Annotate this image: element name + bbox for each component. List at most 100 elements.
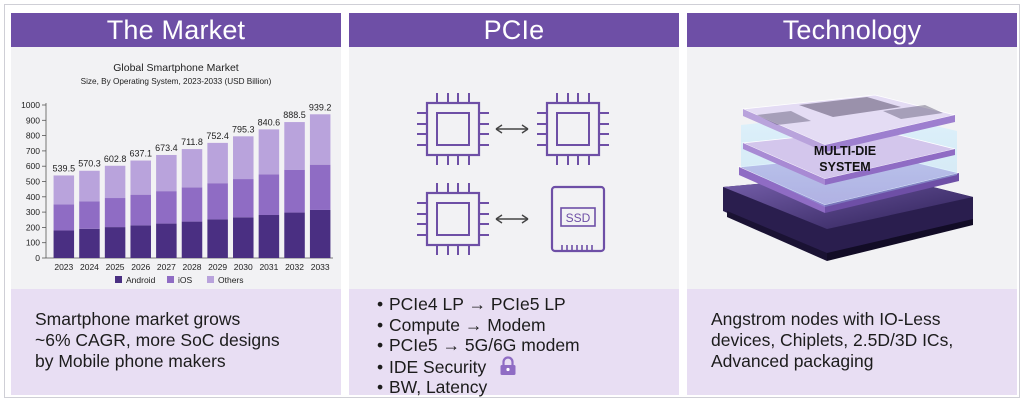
bar-segment — [233, 136, 254, 180]
y-tick-label: 1000 — [21, 100, 40, 110]
y-tick-label: 100 — [26, 238, 40, 248]
chip-icon — [415, 181, 491, 257]
bar-segment — [79, 228, 100, 258]
diagram-label: SYSTEM — [819, 160, 870, 174]
bar-total-label: 711.8 — [181, 137, 203, 147]
technology-image-area: MULTI-DIE SYSTEM — [687, 47, 1017, 289]
bar-segment — [207, 183, 228, 220]
list-item: •BW, Latency — [377, 377, 488, 397]
bar-segment — [130, 160, 151, 195]
bar-segment — [207, 219, 228, 258]
bar-segment — [53, 230, 75, 258]
bar-total-label: 752.4 — [206, 131, 229, 141]
bar-segment — [104, 198, 126, 228]
x-tick-label: 2030 — [234, 262, 253, 272]
y-tick-label: 900 — [26, 115, 40, 125]
legend-swatch — [167, 276, 174, 283]
bar-total-label: 888.5 — [283, 110, 306, 120]
bar-total-label: 570.3 — [78, 159, 101, 169]
y-tick-label: 600 — [26, 161, 40, 171]
bar-segment — [284, 169, 305, 213]
bar-total-label: 840.6 — [258, 117, 281, 127]
pcie-diagram-area: SSD — [349, 47, 679, 289]
bar-segment — [79, 170, 100, 202]
x-tick-label: 2028 — [183, 262, 202, 272]
legend-label: Others — [218, 275, 244, 285]
list-item: •Compute → Modem — [377, 314, 546, 335]
bar-total-label: 637.1 — [129, 149, 152, 159]
chart-subtitle: Size, By Operating System, 2023-2033 (US… — [81, 77, 272, 86]
bar-segment — [207, 142, 228, 184]
list-item: •PCIe4 LP → PCIe5 LP — [377, 294, 566, 314]
lock-icon — [500, 355, 516, 375]
bar-total-label: 602.8 — [104, 154, 127, 164]
list-item: •PCIe5 → 5G/6G modem — [377, 335, 580, 355]
ssd-label: SSD — [566, 211, 591, 225]
x-tick-label: 2024 — [80, 262, 99, 272]
chip-icon — [415, 91, 491, 167]
diagram-label: MULTI-DIE — [814, 144, 876, 158]
market-header: The Market — [11, 13, 341, 47]
market-footer-line: by Mobile phone makers — [35, 351, 226, 371]
bar-segment — [309, 209, 331, 258]
y-tick-label: 400 — [26, 192, 40, 202]
pcie-bullet-list: •PCIe4 LP → PCIe5 LP •Compute → Modem •P… — [377, 294, 580, 398]
bar-segment — [130, 194, 151, 226]
bar-segment — [53, 175, 75, 205]
legend-label: Android — [126, 275, 156, 285]
y-tick-label: 800 — [26, 131, 40, 141]
y-tick-label: 200 — [26, 222, 40, 232]
bar-segment — [156, 223, 177, 258]
chip-icon — [535, 91, 611, 167]
bar-segment — [309, 164, 331, 210]
bar-segment — [79, 201, 100, 229]
bar-segment — [284, 122, 305, 170]
bar-total-label: 539.5 — [53, 163, 76, 173]
bar-segment — [181, 149, 203, 188]
market-footer-line: Smartphone market grows — [35, 309, 241, 329]
x-tick-label: 2031 — [259, 262, 278, 272]
bar-segment — [233, 179, 254, 218]
list-item: •IDE Security — [377, 355, 580, 378]
bar-segment — [181, 221, 203, 258]
market-footer: Smartphone market grows ~6% CAGR, more S… — [11, 289, 341, 395]
bar-segment — [130, 225, 151, 258]
technology-footer: Angstrom nodes with IO-Less devices, Chi… — [687, 289, 1017, 395]
y-tick-label: 0 — [35, 253, 40, 263]
bar-segment — [233, 217, 254, 258]
x-tick-label: 2029 — [208, 262, 227, 272]
bar-segment — [53, 204, 75, 231]
bar-segment — [156, 191, 177, 224]
bar-segment — [181, 187, 203, 222]
double-arrow-icon — [495, 124, 529, 134]
bar-segment — [284, 212, 305, 258]
x-tick-label: 2026 — [131, 262, 150, 272]
market-footer-line: ~6% CAGR, more SoC designs — [35, 330, 280, 350]
technology-footer-line: Advanced packaging — [711, 351, 874, 371]
legend-label: iOS — [178, 275, 193, 285]
legend-swatch — [115, 276, 122, 283]
x-tick-label: 2023 — [54, 262, 73, 272]
bar-total-label: 939.2 — [309, 102, 332, 112]
double-arrow-icon — [495, 214, 529, 224]
legend-swatch — [207, 276, 214, 283]
bar-total-label: 795.3 — [232, 124, 255, 134]
x-tick-label: 2032 — [285, 262, 304, 272]
pcie-panel: PCIe — [349, 13, 679, 398]
y-tick-label: 500 — [26, 177, 40, 187]
x-tick-label: 2027 — [157, 262, 176, 272]
pcie-header: PCIe — [349, 13, 679, 47]
x-tick-label: 2033 — [311, 262, 330, 272]
bar-segment — [309, 114, 331, 165]
bar-segment — [258, 215, 280, 258]
bar-segment — [104, 227, 126, 258]
x-tick-label: 2025 — [106, 262, 125, 272]
multi-die-illustration: MULTI-DIE SYSTEM — [723, 94, 973, 261]
bar-segment — [156, 154, 177, 192]
y-tick-label: 700 — [26, 146, 40, 156]
technology-footer-line: devices, Chiplets, 2.5D/3D ICs, — [711, 330, 954, 350]
bar-segment — [258, 129, 280, 175]
